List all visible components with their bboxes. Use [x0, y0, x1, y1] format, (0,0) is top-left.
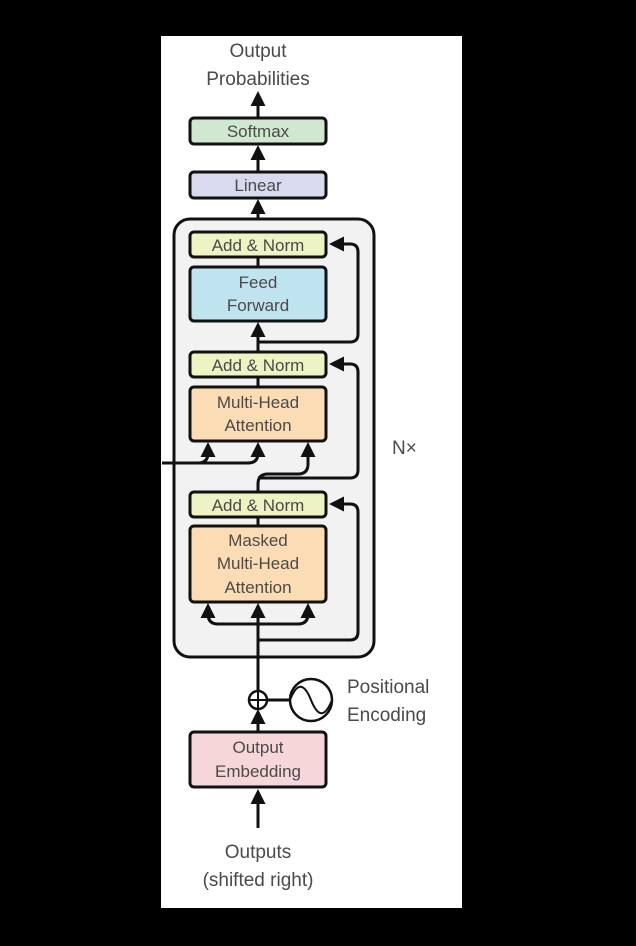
- masked-multi-head-attention-box: [188, 524, 328, 604]
- add-norm-label-3: Add & Norm: [212, 236, 305, 255]
- mha-label-line1: Multi-Head: [217, 393, 299, 412]
- residual-arrow-3: [258, 236, 360, 344]
- outputs-label-line1: Outputs: [225, 842, 292, 863]
- feed-forward-label-line1: Feed: [239, 273, 278, 292]
- feed-forward-box: [188, 265, 328, 323]
- output-embedding-box: [188, 730, 328, 789]
- positional-encoding-label-line1: Positional: [347, 677, 429, 698]
- residual-arrow-2: [258, 356, 360, 480]
- residual-arrow-1: [258, 496, 360, 642]
- masked-label-line1: Masked: [228, 531, 288, 550]
- masked-label-line3: Attention: [224, 578, 291, 597]
- outputs-label-line2: (shifted right): [203, 870, 314, 891]
- add-norm-label-2: Add & Norm: [212, 356, 305, 375]
- query-arrow: [256, 442, 316, 492]
- feed-forward-label-line2: Forward: [227, 296, 289, 315]
- softmax-label: Softmax: [227, 122, 290, 141]
- embedding-label-line1: Output: [232, 738, 283, 757]
- positional-encoding-label-line2: Encoding: [347, 705, 426, 726]
- add-norm-label-1: Add & Norm: [212, 496, 305, 515]
- linear-box: [188, 170, 328, 200]
- output-probabilities-label-line2: Probabilities: [206, 69, 310, 90]
- masked-value-arrow: [258, 603, 316, 626]
- encoder-value-arrow: [198, 442, 266, 465]
- masked-key-arrow: [200, 603, 258, 626]
- repeat-count-label: N×: [392, 438, 417, 459]
- softmax-box: [188, 116, 328, 146]
- sine-wave-path: [289, 685, 333, 715]
- embedding-label-line2: Embedding: [215, 762, 301, 781]
- linear-label: Linear: [234, 176, 282, 195]
- masked-label-line2: Multi-Head: [217, 554, 299, 573]
- output-probabilities-label-line1: Output: [229, 41, 287, 62]
- multi-head-attention-box: [188, 385, 328, 443]
- mha-label-line2: Attention: [224, 416, 291, 435]
